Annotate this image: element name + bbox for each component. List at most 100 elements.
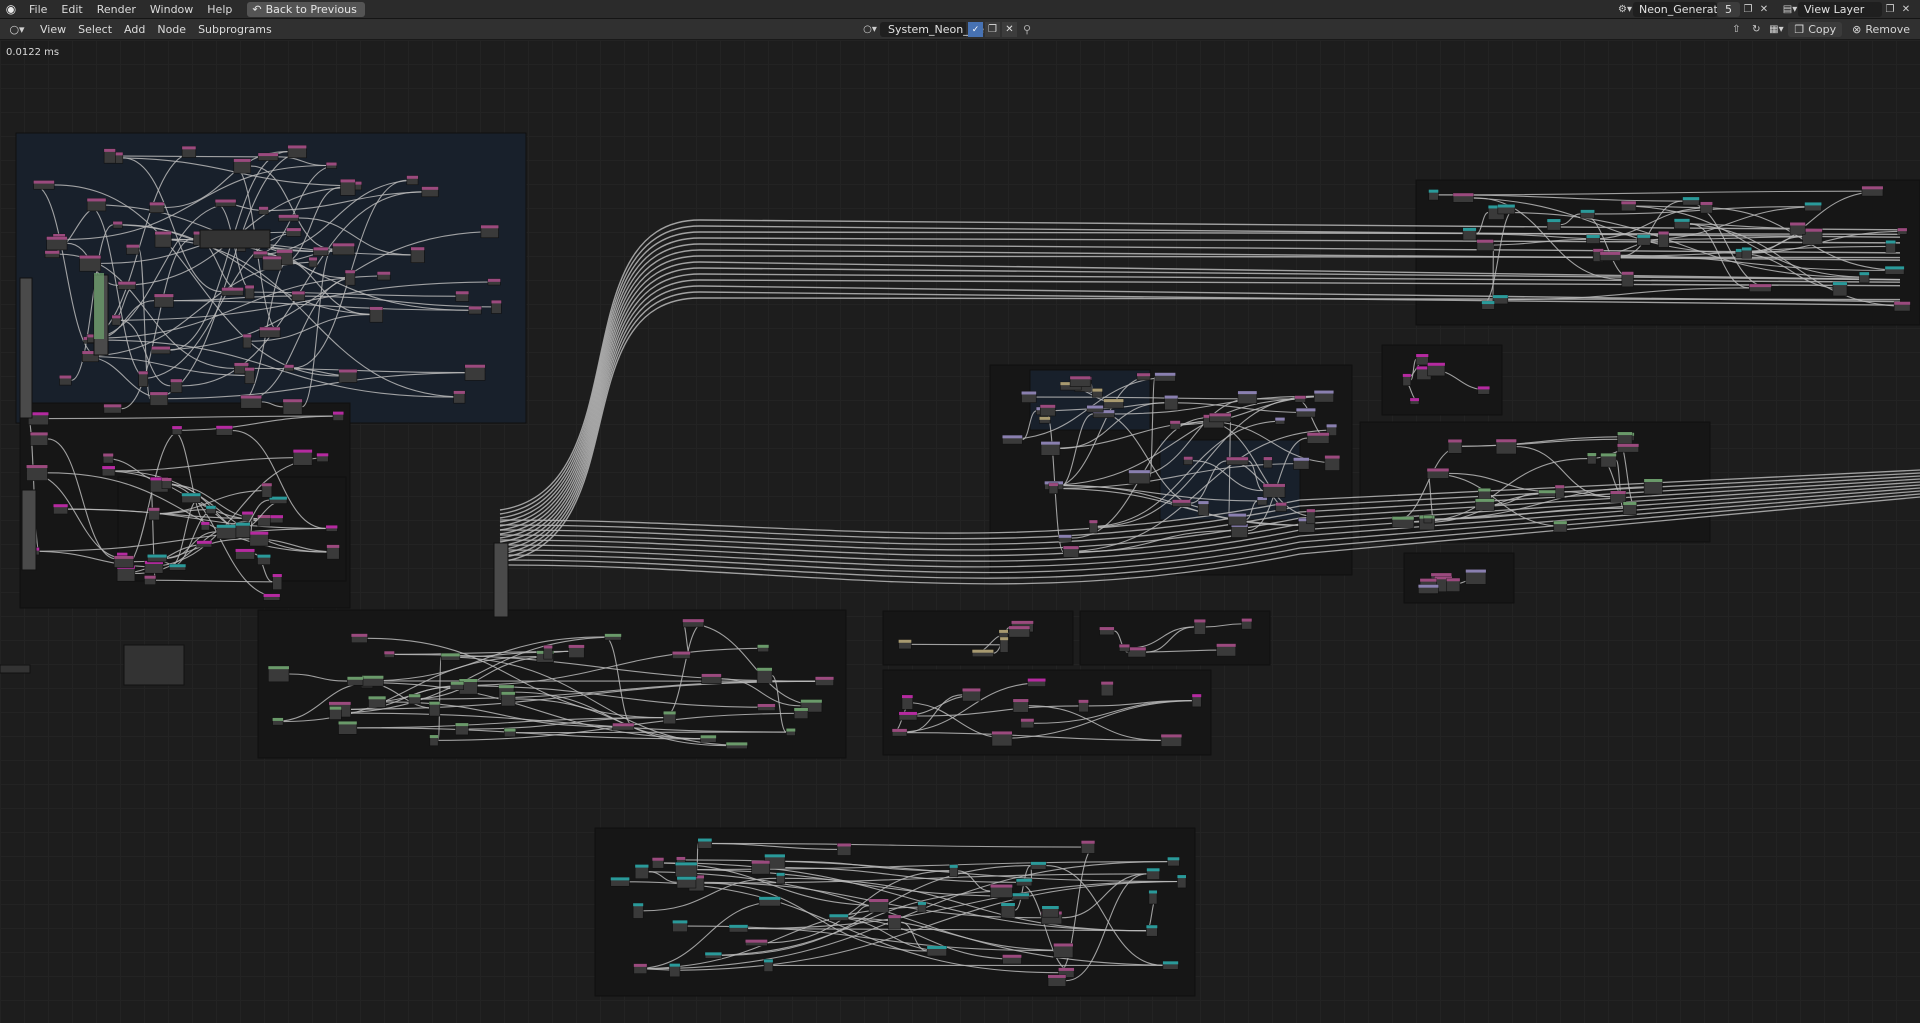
- node-link: [48, 415, 334, 420]
- duplicate-tree-icon[interactable]: ❐: [985, 22, 1000, 37]
- view-layer-icon[interactable]: ▤▾: [1782, 4, 1798, 15]
- close-scene-icon[interactable]: ✕: [1759, 4, 1769, 15]
- node-link: [71, 224, 114, 381]
- node[interactable]: [221, 287, 244, 296]
- node[interactable]: [325, 525, 338, 532]
- blender-logo-icon[interactable]: ◉: [5, 2, 17, 16]
- node-link: [97, 339, 454, 398]
- node-editor-header: ○▾ View Select Add Node Subprograms ○▾ S…: [0, 19, 1920, 40]
- menu-add[interactable]: Add: [124, 22, 146, 36]
- node[interactable]: [1391, 516, 1415, 528]
- remove-button[interactable]: ⊗ Remove: [1846, 22, 1916, 37]
- fake-user-shield-icon[interactable]: ✓: [968, 22, 983, 37]
- node-header: [1078, 699, 1089, 703]
- node[interactable]: [257, 152, 279, 161]
- node[interactable]: [487, 278, 501, 286]
- menu-help[interactable]: Help: [207, 2, 233, 16]
- node-tree-type-icon[interactable]: ○▾: [863, 24, 877, 35]
- node[interactable]: [19, 277, 33, 419]
- node-header: [104, 148, 116, 152]
- node-header: [1020, 718, 1034, 722]
- node-link: [181, 191, 422, 387]
- node-link: [711, 842, 1082, 848]
- refresh-icon[interactable]: ↻: [1752, 24, 1761, 35]
- close-view-layer-icon[interactable]: ✕: [1901, 4, 1911, 15]
- menu-node[interactable]: Node: [157, 22, 187, 36]
- node-header: [1154, 372, 1176, 376]
- node-header: [468, 306, 482, 310]
- node[interactable]: [493, 542, 509, 618]
- node-header: [1423, 515, 1432, 519]
- node[interactable]: [1228, 513, 1247, 526]
- node-header: [902, 695, 913, 699]
- node-canvas[interactable]: 0.0122 ms: [0, 40, 1920, 1023]
- node-header: [406, 175, 419, 179]
- node[interactable]: [21, 489, 37, 571]
- node-header: [429, 701, 440, 705]
- node-header: [1897, 228, 1907, 232]
- node-header: [1462, 227, 1477, 231]
- node-header: [1275, 502, 1287, 506]
- node-header: [149, 202, 165, 206]
- node[interactable]: [0, 664, 31, 674]
- node-link: [328, 680, 834, 710]
- node-link: [450, 647, 769, 687]
- view-layer-field[interactable]: View Layer: [1798, 2, 1882, 17]
- copy-button[interactable]: ❐ Copy: [1788, 22, 1843, 37]
- node-header: [999, 629, 1009, 633]
- node-header: [672, 651, 691, 655]
- node-header: [196, 540, 212, 544]
- editor-type-selector-icon[interactable]: ○▾: [9, 22, 25, 36]
- node[interactable]: [377, 271, 391, 281]
- node-header: [1021, 391, 1037, 395]
- node-header: [1314, 390, 1334, 394]
- node-graph[interactable]: [0, 40, 1920, 1023]
- duplicate-view-layer-icon[interactable]: ❐: [1885, 4, 1895, 15]
- node-link: [991, 699, 1202, 740]
- node-tree-name-field[interactable]: System_Neon_Gen: [880, 22, 991, 37]
- menu-edit[interactable]: Edit: [61, 2, 83, 16]
- node[interactable]: [344, 269, 356, 286]
- node-header: [182, 146, 196, 150]
- node-link: [47, 438, 118, 560]
- node-header: [94, 273, 104, 339]
- menu-view[interactable]: View: [40, 22, 67, 36]
- node[interactable]: [287, 145, 307, 159]
- back-to-previous-button[interactable]: ↶ Back to Previous: [247, 1, 365, 17]
- node[interactable]: [199, 229, 271, 249]
- node-frame: [1381, 344, 1503, 416]
- node-header: [1682, 197, 1700, 201]
- node[interactable]: [1832, 281, 1848, 297]
- scene-icon[interactable]: ⚙▾: [1618, 4, 1632, 15]
- upload-icon[interactable]: ⇧: [1732, 24, 1741, 35]
- menu-subprograms[interactable]: Subprograms: [198, 22, 272, 36]
- options-icon[interactable]: ▦▾: [1769, 24, 1784, 35]
- node[interactable]: [326, 544, 340, 560]
- menu-file[interactable]: File: [29, 2, 48, 16]
- menu-window[interactable]: Window: [149, 2, 194, 16]
- node[interactable]: [123, 644, 185, 686]
- node-link: [1476, 238, 1600, 246]
- node-header: [1431, 573, 1452, 577]
- node-header: [259, 327, 281, 331]
- node-header: [1700, 201, 1713, 205]
- node-header: [345, 270, 355, 274]
- menu-select[interactable]: Select: [78, 22, 113, 36]
- node[interactable]: [1423, 515, 1433, 524]
- unlink-tree-icon[interactable]: ✕: [1002, 22, 1017, 37]
- node-link: [1438, 190, 1862, 196]
- node-link: [459, 651, 544, 658]
- scene-name-field[interactable]: Neon_Generator: [1633, 2, 1729, 17]
- duplicate-scene-icon[interactable]: ❐: [1743, 4, 1753, 15]
- node-header: [1000, 637, 1009, 641]
- pin-icon[interactable]: ⚲: [1022, 23, 1032, 36]
- node-header: [1555, 485, 1565, 489]
- node-header: [351, 633, 368, 637]
- node[interactable]: [1058, 534, 1072, 542]
- scene-users-count[interactable]: 5: [1717, 2, 1740, 17]
- menu-render[interactable]: Render: [96, 2, 136, 16]
- node-link: [499, 261, 1901, 539]
- node-header: [1058, 967, 1075, 971]
- node[interactable]: [249, 531, 269, 547]
- node-header: [1146, 925, 1158, 929]
